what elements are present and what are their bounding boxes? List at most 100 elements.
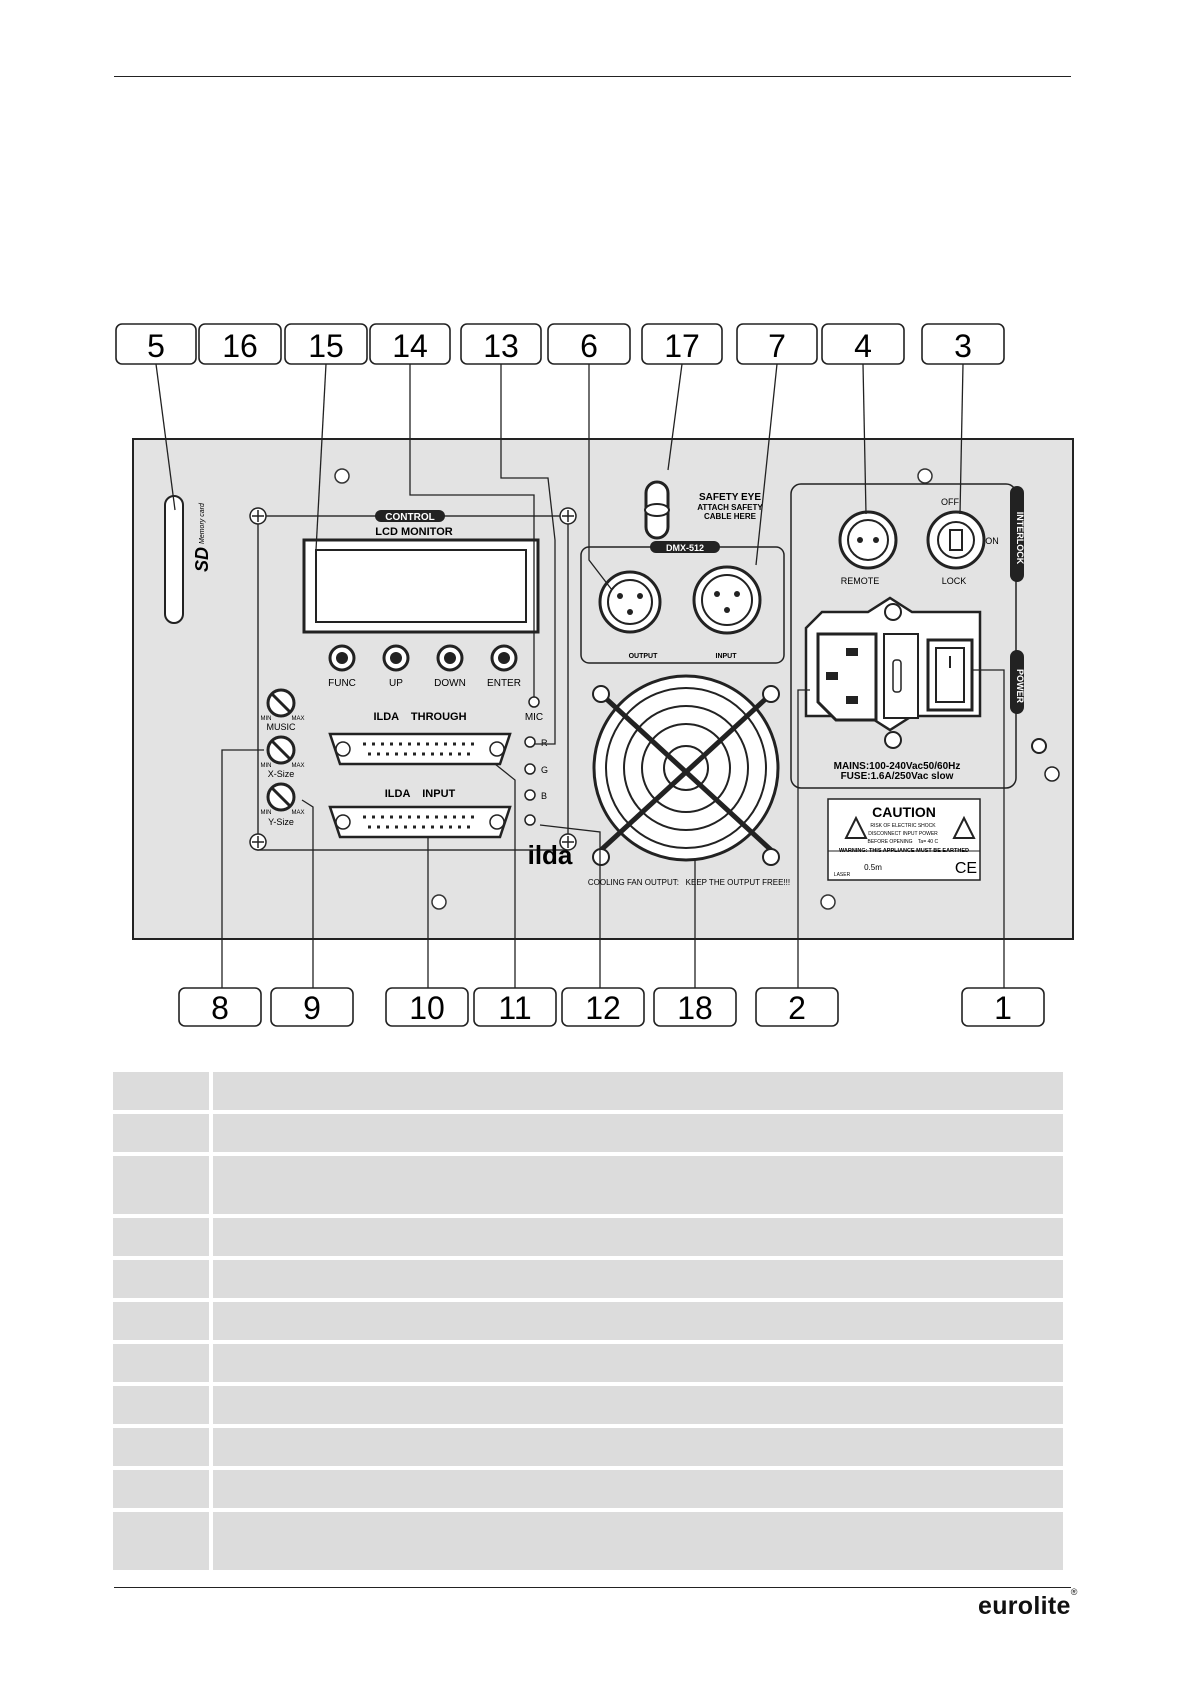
legend-description-cell (213, 1512, 1063, 1570)
func-label: FUNC (328, 678, 356, 689)
callouts-top: 5 16 15 14 13 6 17 7 4 3 (115, 323, 1005, 365)
down-label: DOWN (434, 678, 466, 689)
legend-description-cell (213, 1260, 1063, 1298)
power-switch[interactable] (926, 638, 974, 712)
fuse-rating: FUSE:1.6A/250Vac slow (841, 771, 954, 782)
lock-label: LOCK (942, 576, 967, 586)
remote-label: REMOTE (841, 576, 880, 586)
callout-11: 11 (473, 987, 557, 1027)
mount-holes (334, 468, 933, 910)
music-max-label: MAX (291, 716, 304, 722)
legend-row (113, 1260, 1063, 1298)
callout-8: 8 (178, 987, 262, 1027)
iec-power-socket[interactable] (816, 632, 878, 722)
legend-row (113, 1470, 1063, 1508)
callout-label: 9 (303, 990, 321, 1026)
led-r-label: R (541, 738, 548, 748)
legend-number-cell (113, 1302, 209, 1340)
caution-title: CAUTION (872, 804, 936, 820)
ilda-input-port[interactable] (328, 805, 512, 839)
y-size-knob[interactable] (266, 782, 296, 812)
callout-1: 1 (961, 987, 1045, 1027)
ilda-through-port[interactable] (328, 732, 512, 766)
callout-label: 1 (994, 990, 1012, 1026)
legend-number-cell (113, 1114, 209, 1152)
brand-name: eurolite (978, 1592, 1071, 1620)
callout-2: 2 (755, 987, 839, 1027)
attach-safety-label: ATTACH SAFETY (697, 503, 763, 512)
legend-number-cell (113, 1218, 209, 1256)
rgb-leds (524, 736, 536, 826)
key-lock[interactable] (926, 510, 986, 570)
legend-number-cell (113, 1072, 209, 1110)
warning-earthed: WARNING: THIS APPLIANCE MUST BE EARTHED (839, 848, 969, 854)
legend-number-cell (113, 1156, 209, 1214)
power-section-frame (790, 483, 1017, 789)
callout-17: 17 (641, 323, 723, 365)
music-knob[interactable] (266, 688, 296, 718)
safety-eye-label: SAFETY EYE (699, 492, 761, 503)
func-button[interactable] (328, 644, 356, 672)
distance-label: 0.5m (864, 863, 882, 872)
x-size-knob[interactable] (266, 735, 296, 765)
callout-7: 7 (736, 323, 818, 365)
legend-number-cell (113, 1512, 209, 1570)
caution-line-2: DISCONNECT INPUT POWER (868, 831, 938, 837)
ce-mark: CE (955, 860, 977, 877)
legend-number-cell (113, 1344, 209, 1382)
sd-card-slot[interactable] (164, 495, 184, 624)
legend-number-cell (113, 1470, 209, 1508)
dmx-output-port[interactable] (598, 570, 662, 634)
interlock-label: INTERLOCK (1015, 512, 1025, 565)
down-button[interactable] (436, 644, 464, 672)
legend-row (113, 1512, 1063, 1570)
dmx-input-port[interactable] (692, 565, 762, 635)
legend-row (113, 1344, 1063, 1382)
mic-hole (528, 696, 540, 708)
callout-label: 4 (854, 328, 872, 364)
remote-port[interactable] (838, 510, 898, 570)
frame-screws (249, 507, 577, 851)
fan-warning-text: COOLING FAN OUTPUT: KEEP THE OUTPUT FREE… (588, 878, 790, 887)
x-size-max-label: MAX (291, 763, 304, 769)
cooling-fan (592, 674, 780, 866)
callout-label: 18 (677, 990, 713, 1026)
legend-description-cell (213, 1344, 1063, 1382)
legend-row (113, 1428, 1063, 1466)
fuse-holder[interactable] (883, 633, 919, 719)
callout-label: 14 (392, 328, 428, 364)
legend-row (113, 1156, 1063, 1214)
enter-button[interactable] (490, 644, 518, 672)
legend-description-cell (213, 1114, 1063, 1152)
callout-10: 10 (385, 987, 469, 1027)
legend-row (113, 1386, 1063, 1424)
caution-line-3: BEFORE OPENING (867, 839, 912, 845)
callout-label: 16 (222, 328, 258, 364)
up-button[interactable] (382, 644, 410, 672)
callout-18: 18 (653, 987, 737, 1027)
legend-number-cell (113, 1428, 209, 1466)
callout-9: 9 (270, 987, 354, 1027)
callout-6: 6 (547, 323, 631, 365)
led-b-label: B (541, 791, 547, 801)
up-label: UP (389, 678, 403, 689)
top-rule (114, 76, 1071, 77)
legend-description-cell (213, 1072, 1063, 1110)
callout-13: 13 (460, 323, 542, 365)
callout-label: 7 (768, 328, 786, 364)
ground-screw (1031, 738, 1060, 782)
legend-row (113, 1218, 1063, 1256)
callout-label: 13 (483, 328, 519, 364)
callout-label: 10 (409, 990, 445, 1026)
caution-temp: Ta= 40 C (918, 839, 939, 845)
mains-rating: MAINS:100-240Vac50/60Hz (834, 761, 961, 772)
legend-table (113, 1072, 1063, 1574)
mic-label: MIC (525, 712, 543, 723)
sd-logo: SD (192, 547, 212, 572)
y-size-min-label: MIN (261, 810, 272, 816)
legend-row (113, 1072, 1063, 1110)
caution-label (827, 798, 981, 881)
callout-4: 4 (821, 323, 905, 365)
callout-16: 16 (198, 323, 282, 365)
callout-3: 3 (921, 323, 1005, 365)
